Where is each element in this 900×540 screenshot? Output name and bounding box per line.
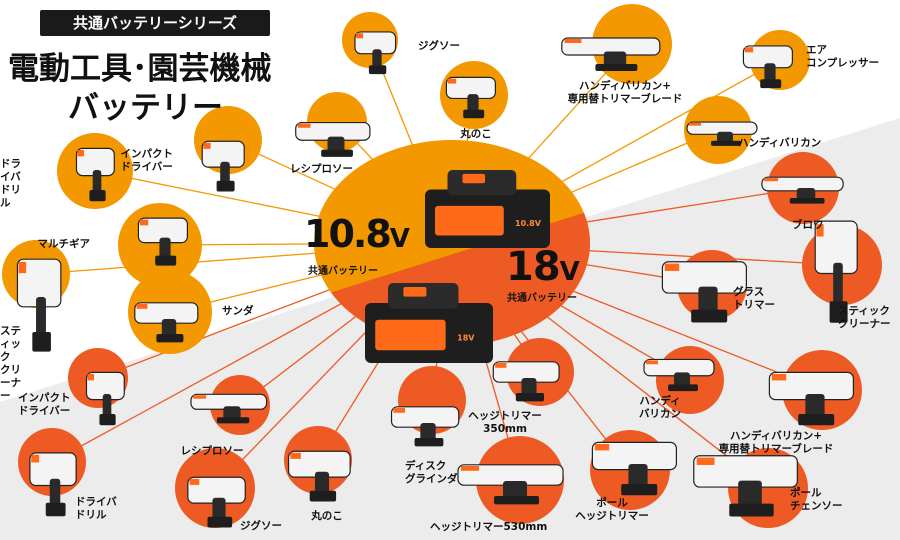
disc-grinder-icon	[390, 406, 460, 447]
v108-tool-label-9: スティック クリーナー	[0, 325, 21, 402]
v108-tool-label-2: ハンディバリカン+ 専用替トリマーブレード	[567, 80, 683, 105]
circular-saw-icon	[287, 450, 351, 502]
series-badge: 共通バッテリーシリーズ	[40, 10, 270, 36]
v108-tool-label-0: ジグソー	[418, 40, 460, 52]
v108-tool-label-6: インパクト ドライバー	[120, 148, 174, 173]
stick-cleaner-icon	[16, 258, 62, 352]
hedge-trimmer-icon	[492, 361, 560, 402]
pole-chainsaw-icon	[693, 455, 798, 517]
v108-tool-label-3: エア コンプレッサー	[806, 44, 880, 69]
v108-tool-label-8: マルチギア	[37, 238, 91, 250]
blower-icon	[761, 176, 844, 204]
v108-tool-label-5: レシプロソー	[290, 163, 353, 175]
hedge-trimmer-icon	[643, 358, 715, 392]
sander-icon	[134, 302, 199, 343]
v18-tool-label-14: ドライバ ドリル	[75, 496, 117, 521]
jigsaw-icon	[354, 31, 397, 75]
driver-drill-icon	[75, 147, 115, 202]
v18-tool-label-10: 丸のこ	[311, 510, 343, 522]
battery-18-pack-print: 18V	[457, 334, 475, 343]
v18-tool-label-5: ポール チェンソー	[790, 487, 843, 512]
grass-trimmer-icon	[661, 261, 748, 323]
v18-tool-label-3: ハンディ バリカン	[639, 395, 681, 420]
jigsaw-icon	[187, 476, 246, 528]
battery-108-label: 共通バッテリー	[308, 266, 378, 277]
v18-tool-label-13: インパクト ドライバー	[18, 392, 71, 417]
battery-18-pack: 18V	[365, 283, 493, 363]
pole-hedge-trimmer-icon	[591, 441, 678, 496]
multi-gear-icon	[137, 217, 188, 266]
v18-tool-label-4: ハンディバリカン+ 専用替トリマーブレード	[718, 430, 834, 455]
v18-tool-label-8: ヘッジトリマー530mm	[430, 521, 548, 533]
circular-saw-icon	[445, 76, 496, 119]
v108-tool-label-4: ハンディバリカン	[738, 137, 822, 149]
impact-driver-icon	[85, 371, 125, 426]
battery-108-pack-print: 10.8V	[515, 219, 542, 228]
battery-108-pack: 10.8V	[425, 170, 550, 248]
v108-tool-label-1: 丸のこ	[460, 128, 492, 140]
driver-drill-icon	[29, 452, 77, 517]
reciprocating-saw-icon	[295, 121, 371, 157]
page-title-line2: バッテリー	[68, 90, 223, 126]
battery-18-value: 18	[506, 244, 561, 290]
reciprocating-saw-icon	[190, 393, 268, 424]
hedge-trimmer-icon	[457, 464, 564, 505]
hedge-trimmer-icon	[561, 37, 661, 71]
v18-tool-label-6: ポール ヘッジトリマー	[575, 497, 649, 522]
v18-tool-label-7: ヘッジトリマー 350mm	[468, 410, 542, 435]
impact-driver-icon	[201, 140, 245, 192]
stick-cleaner-icon	[814, 220, 858, 323]
v18-tool-label-1: グラス トリマー	[733, 286, 775, 311]
hedge-trimmer-icon	[686, 121, 758, 146]
tool-circles	[2, 4, 882, 528]
battery-18-voltage: 18V	[506, 244, 580, 290]
v108-tool-label-7: ドライバ ドリル	[0, 158, 21, 209]
v18-tool-label-2: スティック クリーナー	[838, 305, 891, 330]
page-title-line1: 電動工具･園芸機械	[8, 51, 272, 87]
battery-18-label: 共通バッテリー	[507, 293, 577, 304]
v108-tool-label-10: サンダ	[222, 305, 254, 317]
hedge-trimmer-icon	[768, 371, 855, 426]
v18-tool-label-11: ジグソー	[240, 520, 282, 532]
battery-packs: 10.8V 18V	[365, 170, 550, 363]
battery-108-unit: V	[389, 224, 410, 254]
v18-tool-label-0: ブロワ	[792, 219, 824, 231]
v18-tool-label-9: ディスク グラインダ	[405, 460, 458, 485]
battery-108-value: 10.8	[304, 212, 392, 256]
v18-tool-label-12: レシプロソー	[180, 445, 244, 457]
battery-108-voltage: 10.8V	[304, 212, 410, 256]
air-compressor-icon	[742, 45, 794, 89]
battery-18-unit: V	[559, 257, 580, 287]
